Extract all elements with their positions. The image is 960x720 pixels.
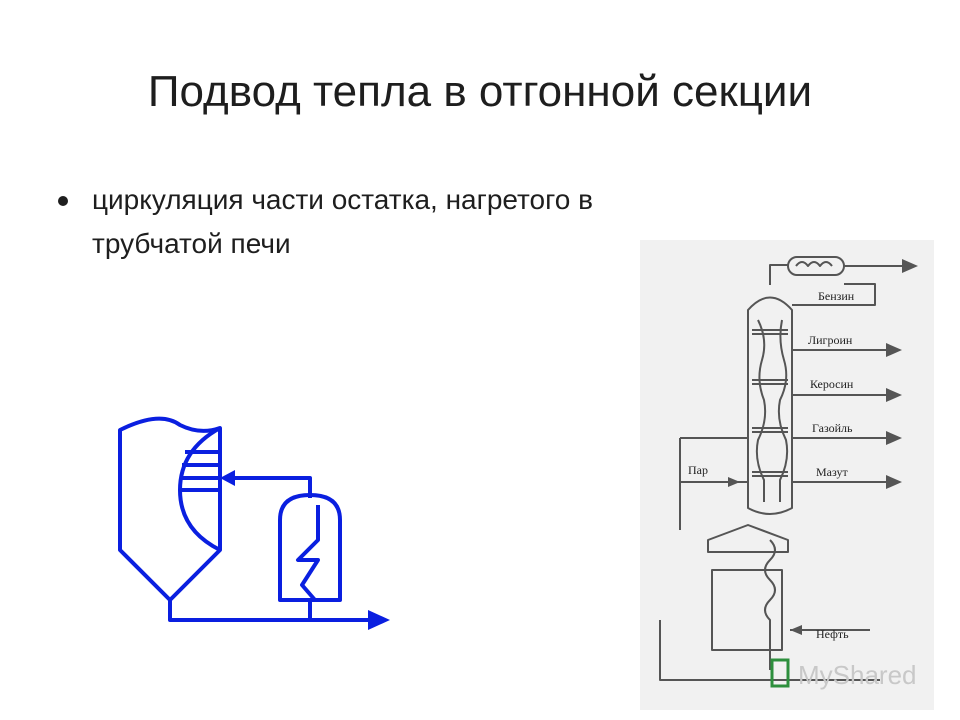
furnace-box <box>711 569 783 651</box>
bullet-list: циркуляция части остатка, нагретого в тр… <box>58 178 818 266</box>
tray-hatches <box>752 329 788 477</box>
outlet-arrow-icon <box>368 610 390 630</box>
label-par: Пар <box>688 463 708 477</box>
bullet-dot-icon <box>58 196 68 206</box>
furnace-body <box>278 493 342 602</box>
label-gazoil: Газойль <box>812 421 853 435</box>
page-title: Подвод тепла в отгонной секции <box>147 67 813 116</box>
column-shell <box>747 296 793 515</box>
bottom-outlet-line <box>168 600 370 622</box>
condenser-coil <box>795 261 833 267</box>
furnace-roof <box>707 524 789 553</box>
arrow-ligroin-icon <box>886 343 902 357</box>
bullet-line-1: циркуляция части остатка, нагретого в <box>92 184 593 215</box>
return-line <box>232 476 312 498</box>
column-cavity <box>755 319 789 502</box>
label-benzin: Бензин <box>818 289 855 303</box>
arrow-gazoil-icon <box>886 431 902 445</box>
draw-benzin <box>792 283 876 306</box>
oil-feed-line <box>659 620 880 681</box>
arrow-mazut-icon <box>886 475 902 489</box>
top-vapor-line <box>769 264 788 285</box>
watermark-logo-icon <box>770 658 790 688</box>
arrow-steam-icon <box>728 477 740 487</box>
watermark: MyShared <box>798 660 917 690</box>
bullet-line-2: трубчатой печи <box>92 228 291 259</box>
reboiler-schematic <box>118 416 390 630</box>
arrow-oil-icon <box>790 625 802 635</box>
return-arrow-icon <box>220 470 235 486</box>
column-body <box>118 416 222 602</box>
arrow-condenser-icon <box>902 259 918 273</box>
label-neft: Нефть <box>816 627 849 641</box>
label-mazut: Мазут <box>816 465 848 479</box>
label-ligroin: Лигроин <box>808 333 853 347</box>
bullet-item: циркуляция части остатка, нагретого в тр… <box>58 178 818 266</box>
arrow-kerosin-icon <box>886 388 902 402</box>
steam-line <box>679 438 748 530</box>
furnace-coil <box>296 505 320 602</box>
furnace-coil-right <box>764 539 776 670</box>
distillation-column-diagram: Бензин Лигроин Керосин Газойль Пар Мазут… <box>640 240 934 710</box>
label-kerosin: Керосин <box>810 377 854 391</box>
